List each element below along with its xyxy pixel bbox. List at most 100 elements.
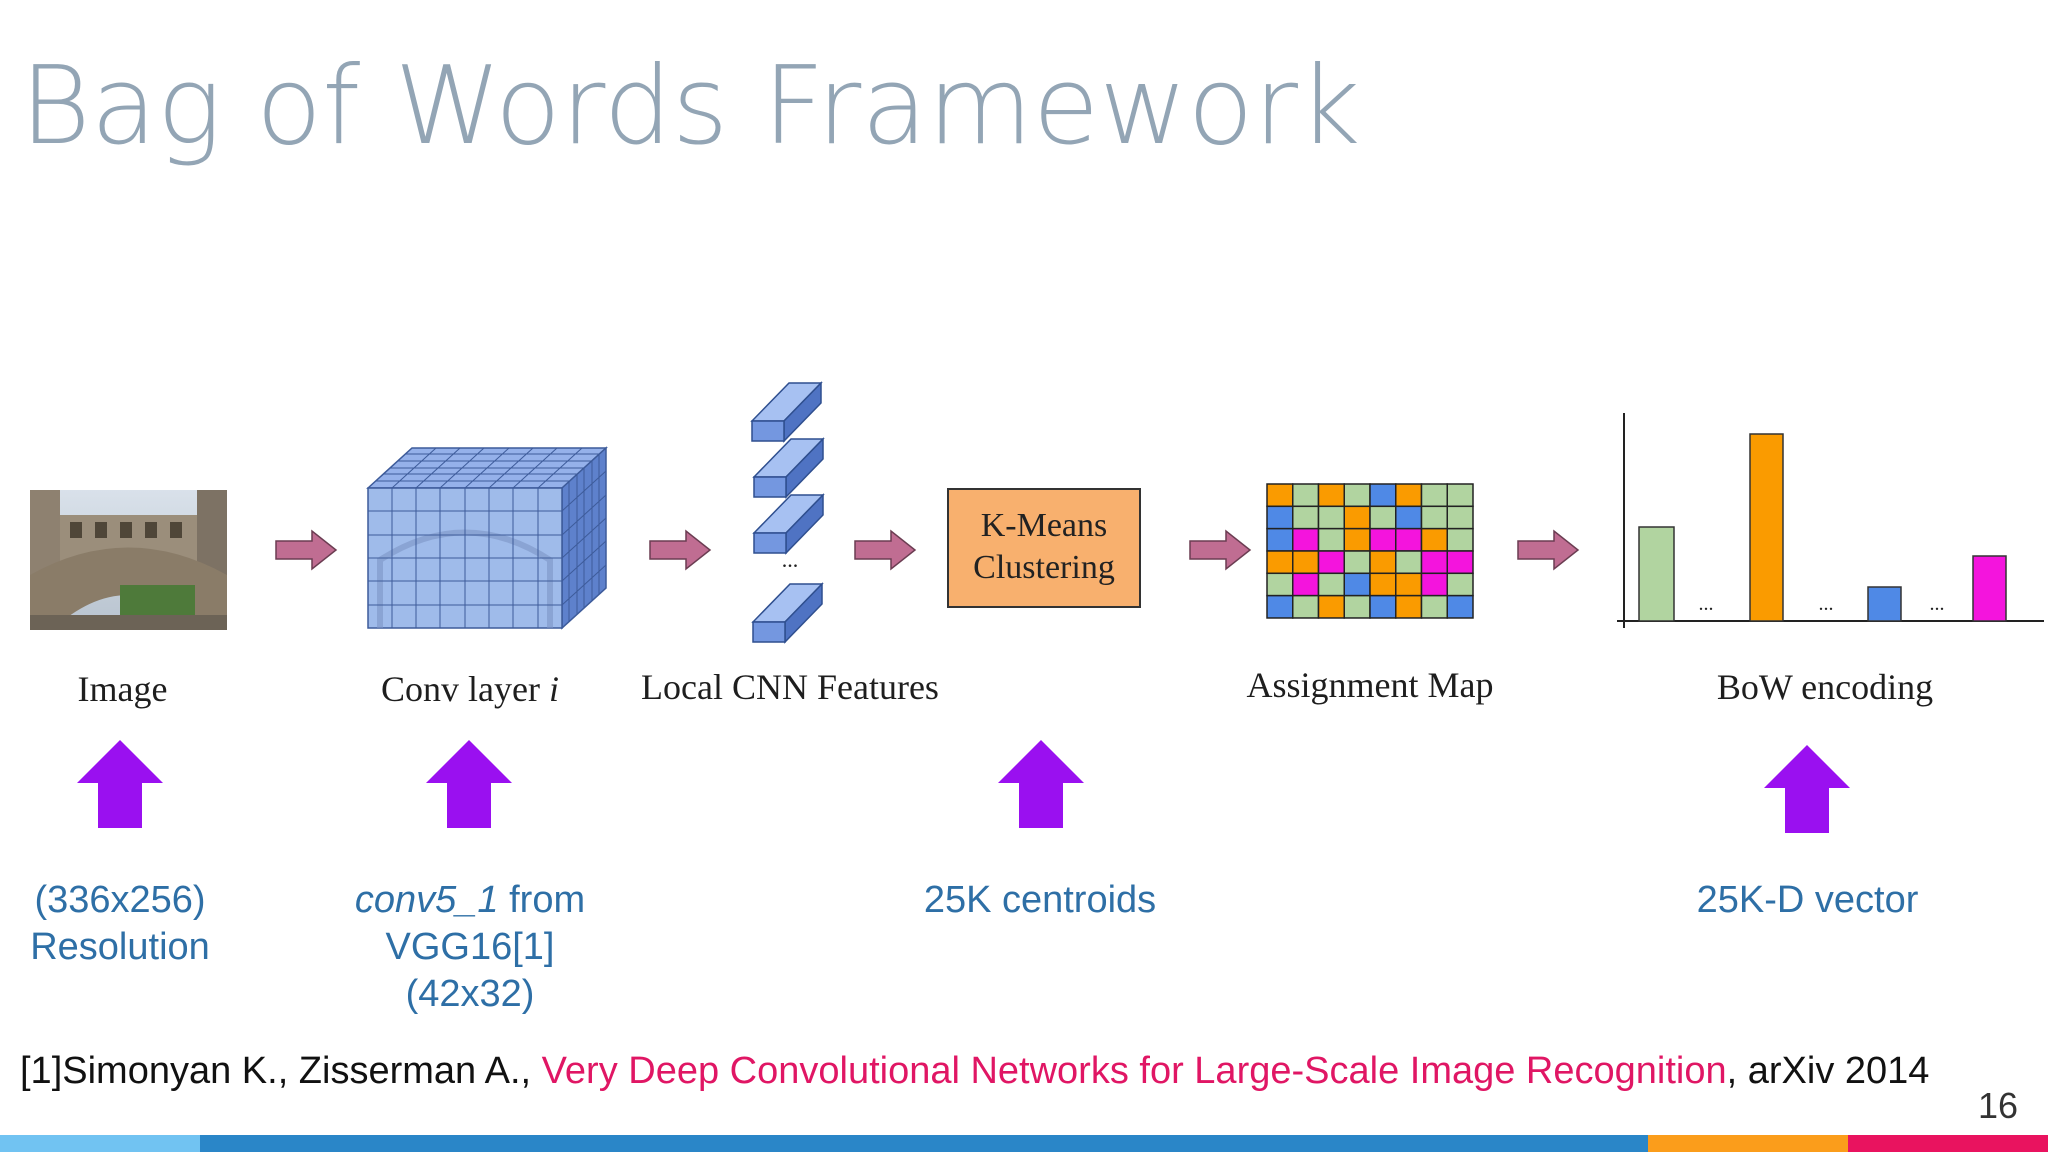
histogram-bar	[1867, 586, 1902, 622]
local-feature-vectors: ...	[750, 381, 825, 644]
kmeans-clustering-box: K-Means Clustering	[947, 488, 1141, 608]
conv-annotation-from: from	[498, 879, 586, 921]
conv-layer-label: Conv layer i	[370, 668, 570, 710]
assignment-cell	[1317, 550, 1345, 575]
reference-paper-link[interactable]: Very Deep Convolutional Networks for Lar…	[541, 1050, 1727, 1092]
resolution-line1: (336x256)	[34, 879, 206, 921]
feature-vector	[752, 437, 825, 499]
assignment-cell	[1446, 572, 1474, 597]
assignment-cell	[1343, 527, 1371, 552]
assignment-cell	[1292, 572, 1320, 597]
assignment-cell	[1369, 572, 1397, 597]
local-features-label: Local CNN Features	[641, 667, 939, 707]
assignment-cell	[1420, 505, 1448, 530]
conv-annotation-line1: conv5_1 from	[330, 877, 610, 924]
flow-arrow-2	[649, 529, 712, 571]
assignment-cell	[1292, 505, 1320, 530]
conv-layer-cube	[366, 446, 608, 630]
up-arrow-image	[77, 740, 163, 828]
up-arrow-kmeans	[998, 740, 1084, 828]
histogram-bar	[1749, 433, 1784, 622]
assignment-cell	[1420, 572, 1448, 597]
assignment-cell	[1446, 550, 1474, 575]
conv-annotation: conv5_1 from VGG16[1] (42x32)	[330, 877, 610, 1018]
assignment-cell	[1369, 550, 1397, 575]
conv-layer-text: Conv layer	[381, 669, 540, 709]
assignment-cell	[1446, 527, 1474, 552]
assignment-cell	[1343, 505, 1371, 530]
assignment-cell	[1446, 594, 1474, 619]
kmeans-label-line2: Clustering	[973, 549, 1115, 586]
bow-encoding-label: BoW encoding	[1716, 667, 1934, 707]
reference-suffix: , arXiv 2014	[1726, 1050, 1930, 1092]
flow-arrow-4	[1189, 529, 1252, 571]
assignment-cell	[1266, 572, 1294, 597]
flow-arrow-5	[1517, 529, 1580, 571]
assignment-cell	[1369, 483, 1397, 508]
assignment-cell	[1395, 572, 1423, 597]
feature-ellipsis: ...	[782, 547, 799, 572]
page-number: 16	[1977, 1085, 2018, 1126]
footer-bar-orange	[1648, 1135, 1848, 1152]
assignment-cell	[1369, 527, 1397, 552]
assignment-cell	[1266, 594, 1294, 619]
assignment-cell	[1266, 505, 1294, 530]
assignment-cell	[1317, 505, 1345, 530]
assignment-cell	[1317, 483, 1345, 508]
assignment-cell	[1292, 550, 1320, 575]
assignment-cell	[1317, 572, 1345, 597]
assignment-cell	[1395, 550, 1423, 575]
footer-bar-blue	[200, 1135, 1648, 1152]
assignment-cell	[1343, 594, 1371, 619]
footer-bar-light-blue	[0, 1135, 200, 1152]
bow-histogram: ... ... ...	[1617, 413, 2044, 628]
conv-annotation-line3: (42x32)	[405, 973, 535, 1015]
assignment-cell	[1420, 483, 1448, 508]
slide-title: Bag of Words Framework	[20, 44, 1361, 169]
assignment-cell	[1343, 483, 1371, 508]
assignment-cell	[1369, 505, 1397, 530]
assignment-cell	[1420, 594, 1448, 619]
assignment-cell	[1266, 550, 1294, 575]
flow-arrow-1	[275, 529, 338, 571]
assignment-cell	[1395, 483, 1423, 508]
input-image	[30, 490, 227, 630]
conv-layer-name: conv5_1	[354, 879, 499, 921]
assignment-cell	[1343, 550, 1371, 575]
assignment-cell	[1343, 572, 1371, 597]
histogram-ellipsis: ...	[1699, 593, 1714, 615]
assignment-cell	[1266, 527, 1294, 552]
image-label: Image	[77, 669, 168, 709]
vector-annotation: 25K-D vector	[1696, 879, 1919, 921]
flow-arrow-3	[854, 529, 917, 571]
assignment-cell	[1395, 594, 1423, 619]
assignment-cell	[1317, 527, 1345, 552]
histogram-ellipsis: ...	[1930, 593, 1945, 615]
feature-vector	[751, 582, 824, 644]
assignment-cell	[1266, 483, 1294, 508]
assignment-cell	[1292, 527, 1320, 552]
feature-vector	[752, 493, 825, 555]
assignment-cell	[1446, 483, 1474, 508]
assignment-map-grid	[1266, 483, 1474, 619]
assignment-cell	[1395, 505, 1423, 530]
assignment-cell	[1292, 483, 1320, 508]
assignment-cell	[1420, 550, 1448, 575]
reference-prefix: [1]Simonyan K., Zisserman A.,	[20, 1050, 542, 1092]
histogram-bar	[1638, 526, 1675, 622]
kmeans-label-line1: K-Means	[980, 507, 1108, 544]
footer-bar-pink	[1848, 1135, 2048, 1152]
up-arrow-bow	[1764, 745, 1850, 833]
resolution-line2: Resolution	[30, 926, 210, 968]
up-arrow-conv	[426, 740, 512, 828]
conv-annotation-line2: VGG16[1]	[385, 926, 555, 968]
feature-vector	[750, 381, 823, 443]
histogram-bar	[1972, 555, 2007, 622]
assignment-cell	[1369, 594, 1397, 619]
conv-layer-variable: i	[548, 669, 559, 709]
resolution-annotation: (336x256) Resolution	[10, 877, 230, 971]
assignment-cell	[1420, 527, 1448, 552]
centroids-annotation: 25K centroids	[923, 879, 1157, 921]
assignment-map-label: Assignment Map	[1246, 665, 1494, 705]
